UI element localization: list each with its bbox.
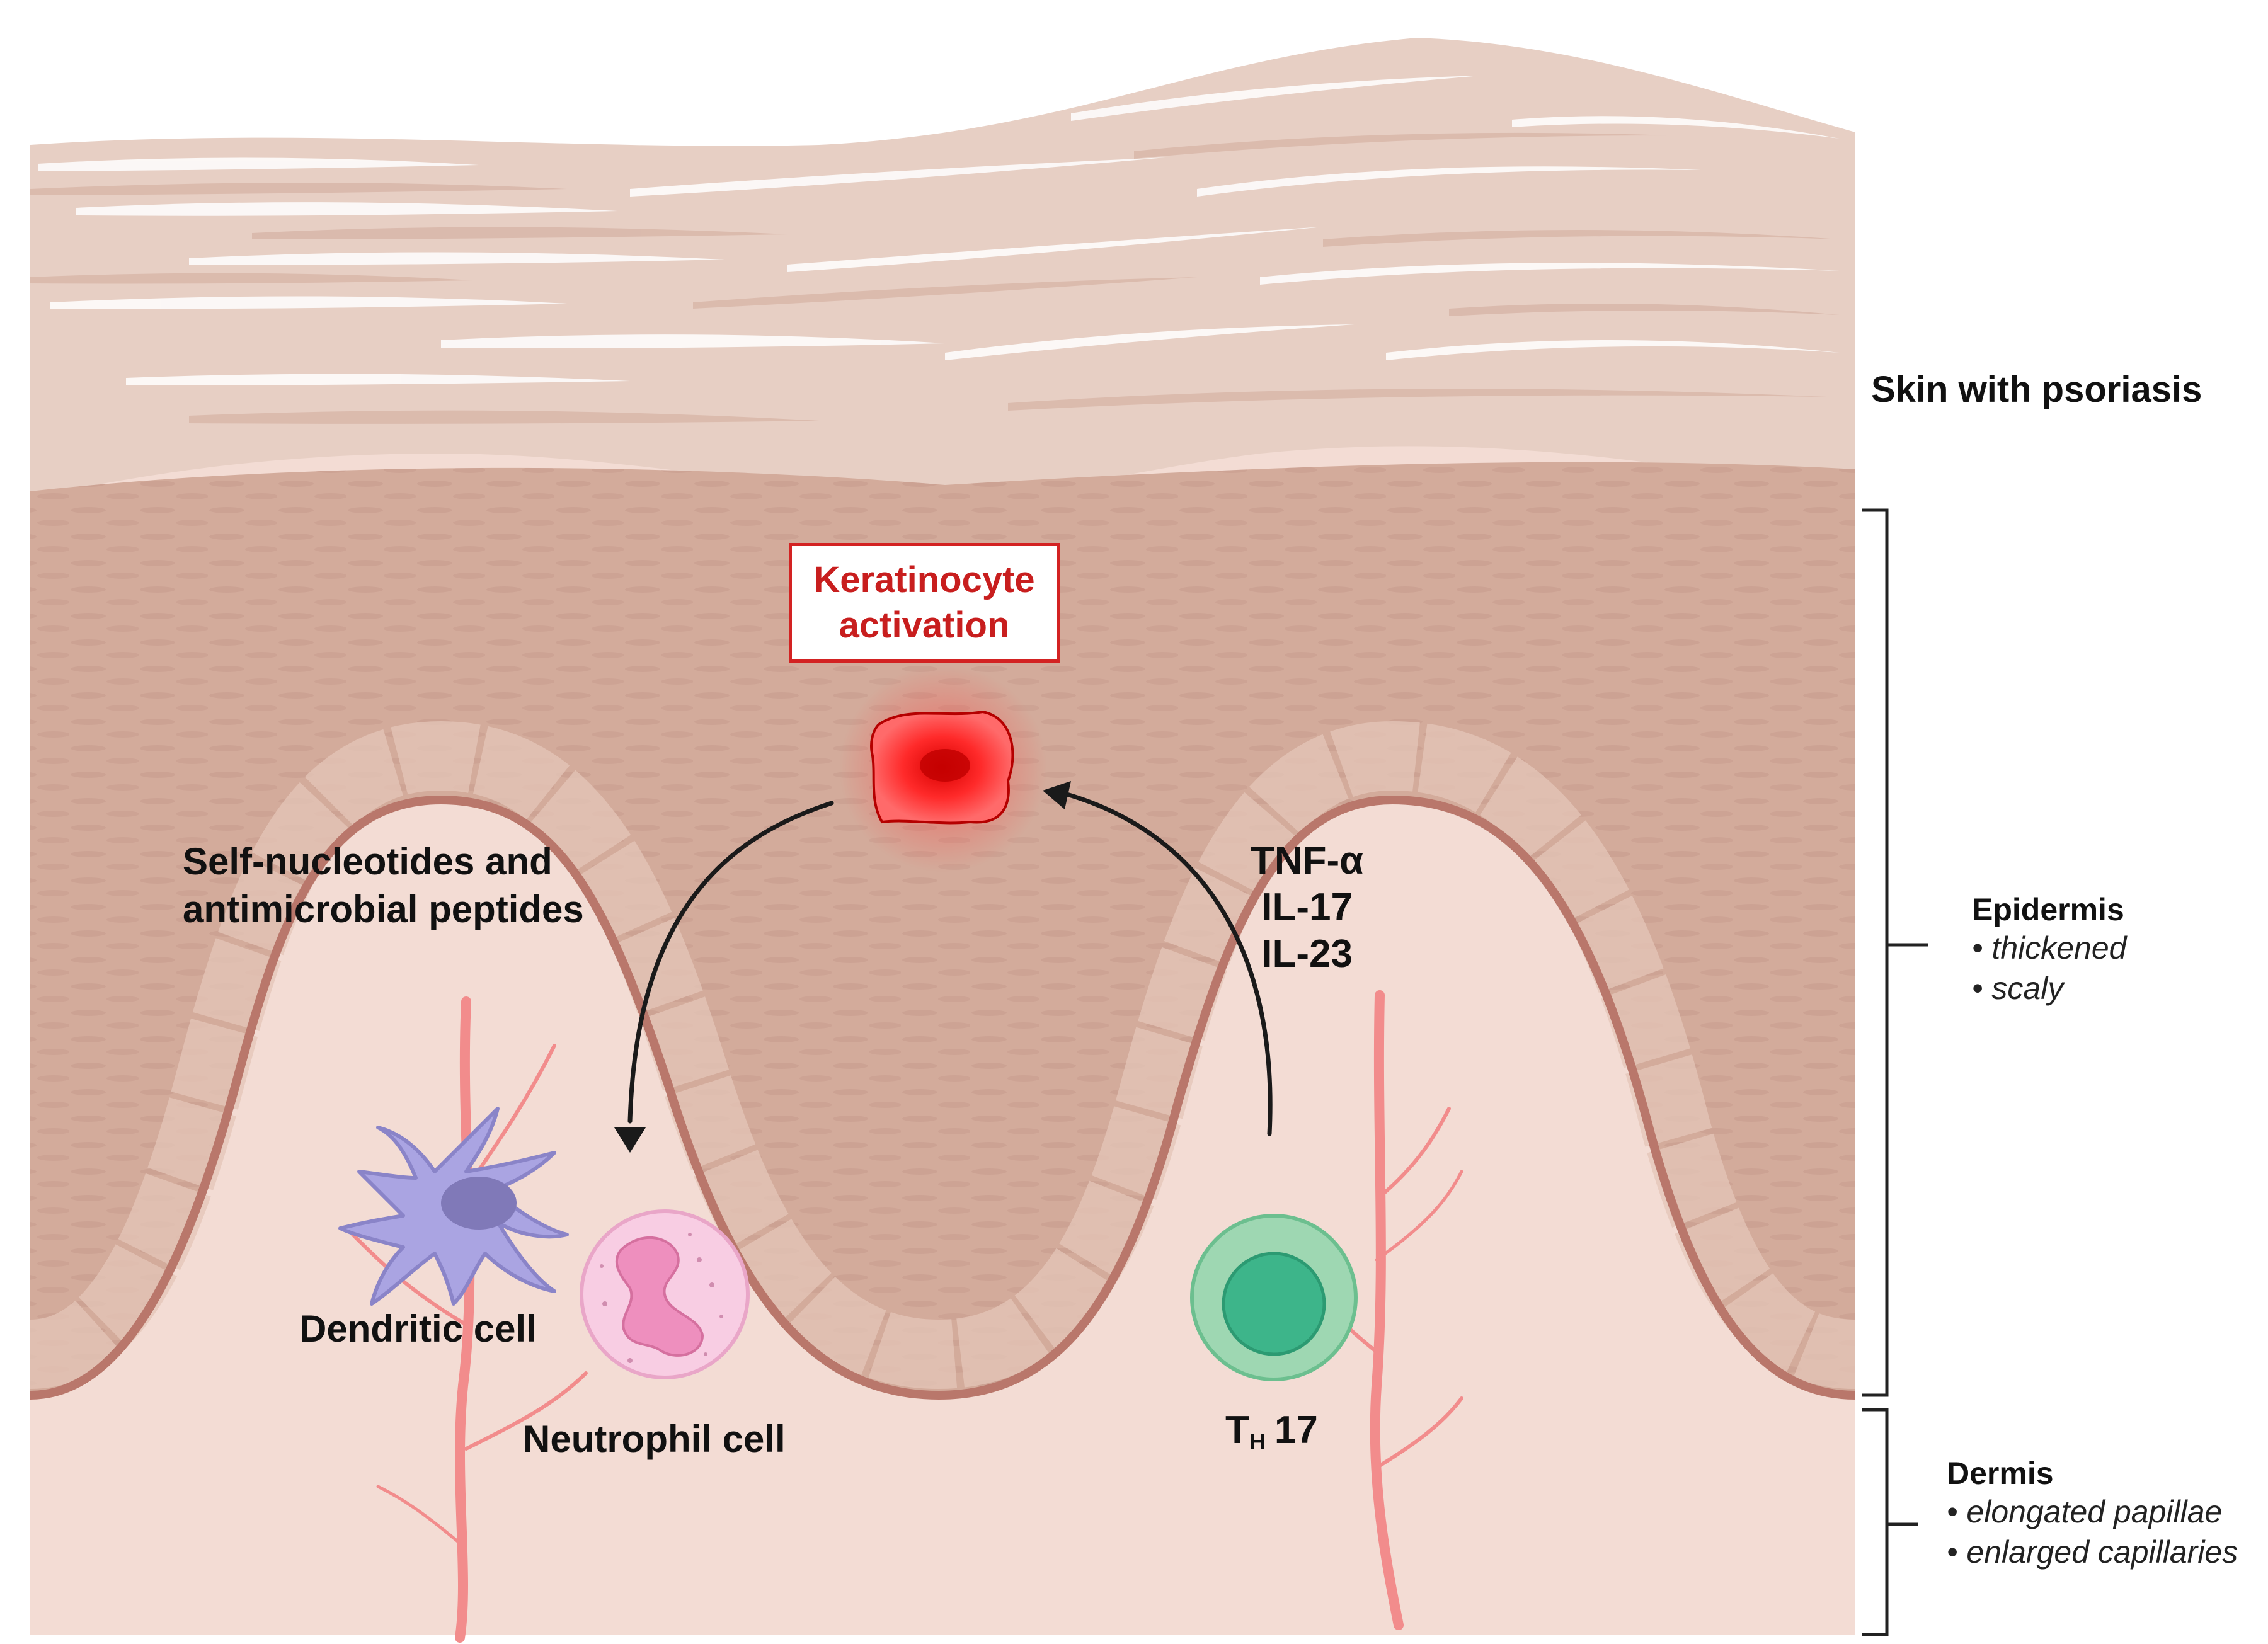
th17-label-num: 17 <box>1274 1408 1318 1452</box>
dermis-item: • enlarged capillaries <box>1947 1534 2238 1570</box>
stratum-corneum <box>30 38 1855 498</box>
self-nucleotides-line1: Self-nucleotides and <box>183 840 553 882</box>
dermis-bracket <box>1862 1408 1918 1636</box>
arrow-keratinocyte-to-neutrophil <box>627 801 834 1124</box>
epidermis-heading: Epidermis <box>1972 892 2124 927</box>
keratinocyte-label-line2: activation <box>839 605 1010 646</box>
epidermis-bracket <box>1862 508 1928 1397</box>
self-nucleotides-label: Self-nucleotides and antimicrobial pepti… <box>183 838 584 933</box>
arrow-head-up <box>1043 781 1071 809</box>
dermis-heading: Dermis <box>1947 1456 2054 1491</box>
epidermis-item: • thickened <box>1972 930 2127 966</box>
th17-label: TH 17 <box>1225 1408 1318 1455</box>
arrow-th17-to-keratinocyte <box>1062 791 1273 1136</box>
cytokine-il17: IL-17 <box>1261 886 1353 929</box>
dendritic-cell <box>338 1107 569 1306</box>
dermis-annotation: Dermis • elongated papillae • enlarged c… <box>1947 1455 2238 1572</box>
arrow-head-down <box>614 1127 646 1153</box>
keratinocyte-label-line1: Keratinocyte <box>813 559 1035 600</box>
cytokine-list: TNF-α IL-17 IL-23 <box>1251 838 1363 978</box>
th17-label-sub: H <box>1249 1429 1266 1454</box>
cytokine-il23: IL-23 <box>1261 932 1353 976</box>
epidermis-annotation: Epidermis • thickened • scaly <box>1972 891 2126 1008</box>
dermis-item: • elongated papillae <box>1947 1494 2223 1529</box>
diagram-title: Skin with psoriasis <box>1871 369 2202 410</box>
keratinocyte-activation-box: Keratinocyte activation <box>789 543 1060 663</box>
dendritic-cell-label: Dendritic cell <box>299 1308 537 1350</box>
epidermis-item: • scaly <box>1972 971 2064 1006</box>
capillary-left <box>351 996 588 1643</box>
neutrophil-cell <box>580 1209 750 1379</box>
self-nucleotides-line2: antimicrobial peptides <box>183 888 584 930</box>
th17-cell <box>1190 1214 1358 1381</box>
th17-label-main: T <box>1225 1408 1249 1452</box>
cytokine-tnf: TNF-α <box>1251 839 1364 882</box>
neutrophil-cell-label: Neutrophil cell <box>523 1418 786 1460</box>
keratinocyte-cell <box>839 665 1047 872</box>
